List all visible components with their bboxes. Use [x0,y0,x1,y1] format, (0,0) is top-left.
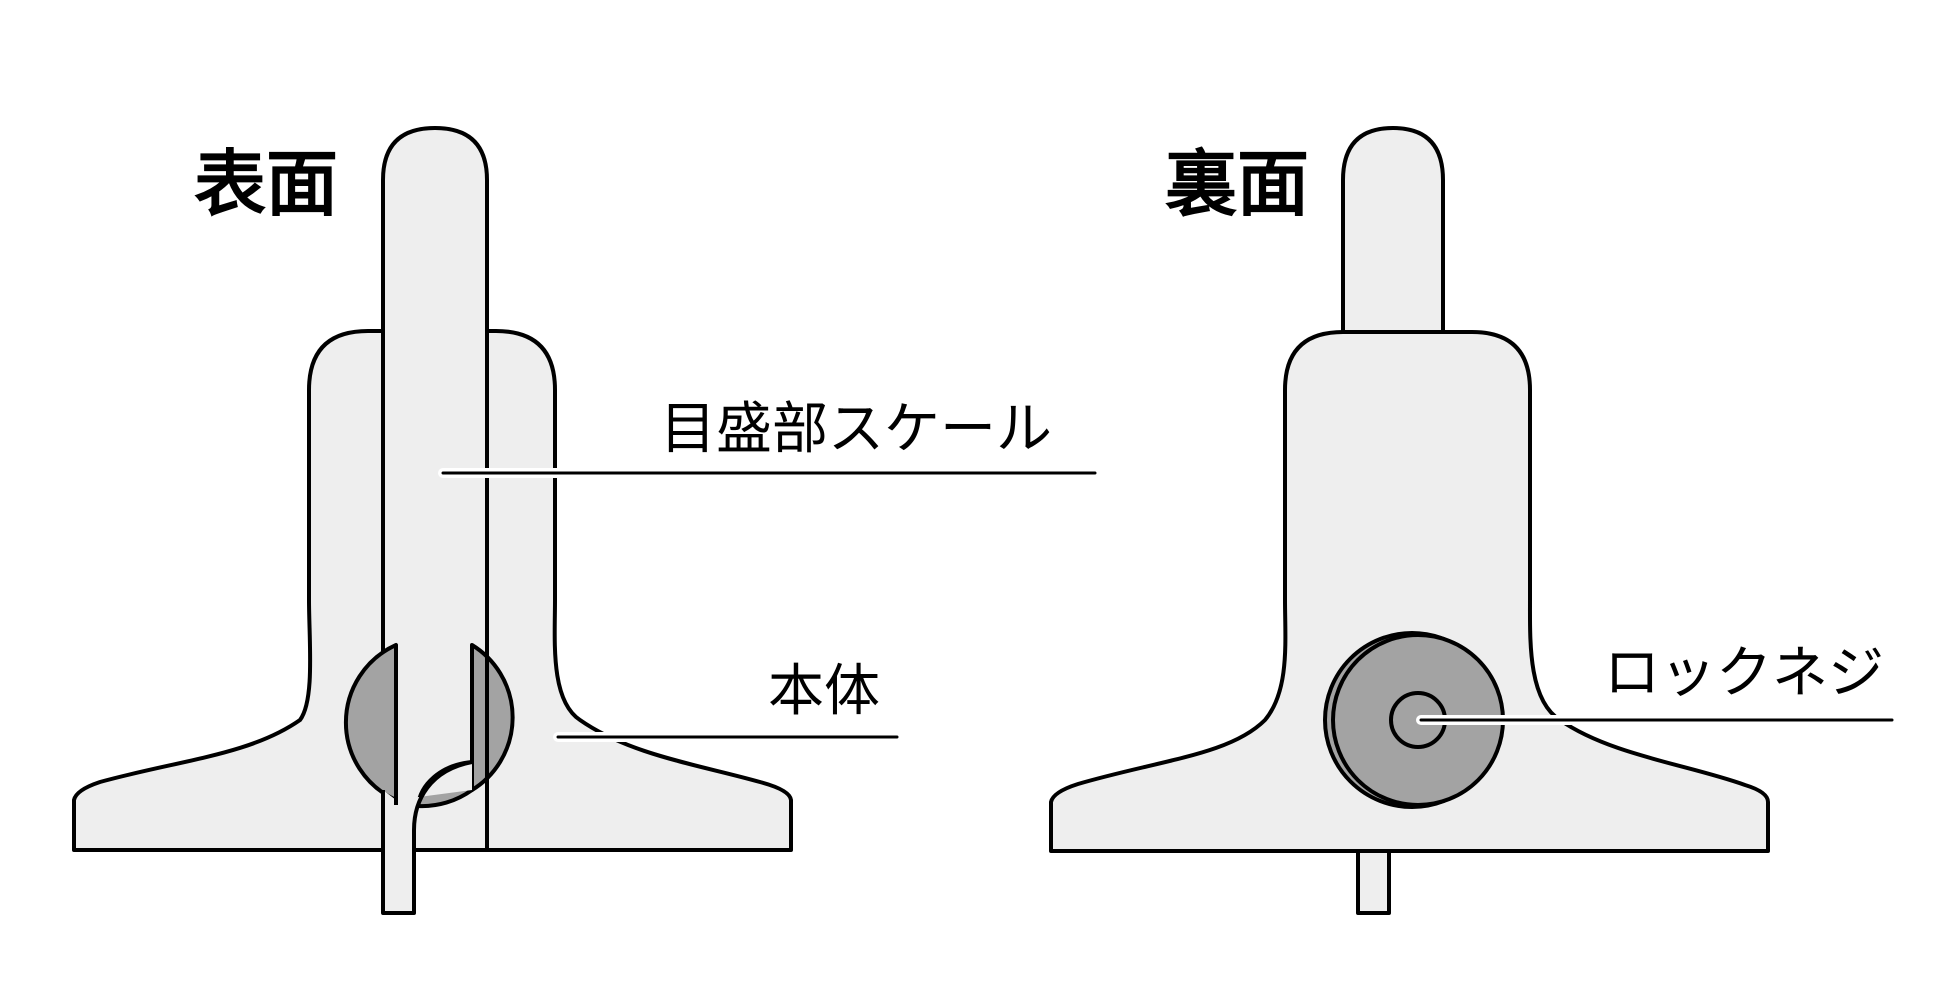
back-body [1049,330,1770,853]
front-stem-outline [381,760,473,915]
front-view [72,126,793,915]
front-scale [381,126,489,850]
front-title: 表面 [194,142,339,226]
front-leaders [438,468,1100,742]
back-scale-top [1341,126,1445,342]
front-stem [383,762,472,913]
front-knob-left [343,643,398,802]
back-stem [1356,849,1391,915]
back-view [1049,126,1770,915]
lock-screw-label: ロックネジ [1604,641,1884,706]
body-label: 本体 [768,659,880,724]
back-title: 裏面 [1165,142,1310,226]
scale-label: 目盛部スケール [660,397,1052,462]
